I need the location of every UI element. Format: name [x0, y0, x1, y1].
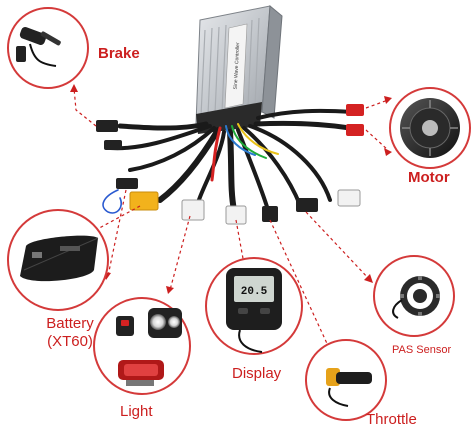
pas-connector — [296, 198, 318, 212]
brake-connector — [96, 120, 118, 132]
throttle-circle — [305, 339, 387, 421]
taillight-icon — [118, 360, 164, 386]
light-connector — [116, 178, 138, 189]
motor-hall-connector — [337, 189, 361, 207]
motor-phase-connector-2 — [346, 124, 364, 136]
display-readout: 20.5 — [241, 286, 268, 298]
pas-sensor-circle — [373, 255, 455, 337]
light-label: Light — [120, 403, 153, 420]
headlight-icon — [148, 308, 182, 338]
throttle-connector — [262, 206, 278, 222]
controller-label: Sine Wave Controller — [233, 42, 241, 90]
brake-label: Brake — [98, 45, 140, 62]
brake-lever-icon — [16, 27, 61, 67]
brake-connector-2 — [104, 140, 122, 150]
motor-phase-connector — [346, 104, 364, 116]
light-circle — [93, 297, 191, 395]
display-circle: 20.5 — [205, 257, 303, 355]
motor-label: Motor — [408, 169, 450, 186]
motor-circle — [389, 87, 471, 169]
display-connector-2 — [225, 205, 247, 225]
battery-label: Battery — [46, 315, 94, 332]
controller-box: Sine Wave Controller — [195, 4, 283, 134]
connectors — [96, 104, 364, 225]
leader-lines — [73, 87, 389, 351]
battery-connector-xt60 — [129, 191, 159, 211]
hub-motor-icon — [400, 98, 460, 158]
throttle-label: Throttle — [366, 411, 417, 428]
battery-connector-type-label: (XT60) — [47, 333, 93, 350]
lcd-display-icon: 20.5 — [226, 268, 282, 353]
pas-sensor-label: PAS Sensor — [392, 344, 452, 356]
display-label: Display — [232, 365, 282, 382]
throttle-grip-icon — [326, 368, 372, 407]
cable-harness — [102, 108, 354, 214]
battery-pack-icon — [20, 235, 99, 282]
display-connector — [181, 199, 205, 221]
light-switch-icon — [116, 316, 134, 336]
brake-circle — [7, 7, 89, 89]
pas-sensor-icon — [392, 276, 440, 319]
battery-circle — [7, 209, 109, 311]
